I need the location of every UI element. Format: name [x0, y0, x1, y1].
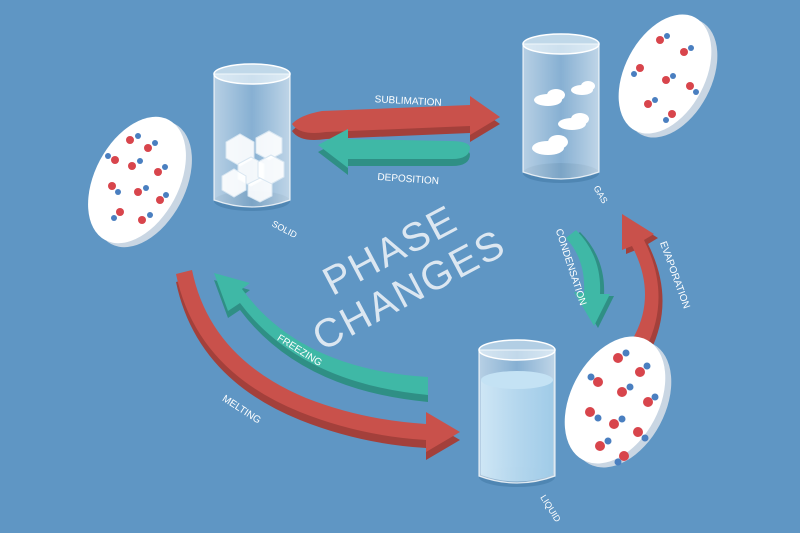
solid-molecule-disc	[88, 116, 192, 248]
freezing-arrow	[214, 273, 428, 402]
deposition-arrow	[318, 129, 470, 175]
liquid-glass	[478, 339, 556, 487]
melting-arrow	[176, 270, 460, 460]
liquid-molecule-disc	[564, 336, 672, 468]
solid-molecules	[105, 133, 169, 224]
gas-glass	[522, 33, 600, 183]
melting-label: MELTING	[220, 393, 263, 426]
gas-clouds	[532, 81, 595, 155]
evaporation-arrow	[622, 214, 663, 352]
liquid-label: LIQUID	[538, 493, 563, 524]
solid-glass	[213, 63, 291, 211]
water	[481, 380, 553, 482]
solid-label: SOLID	[270, 219, 299, 241]
gas-molecules	[631, 33, 699, 123]
condensation-arrow	[566, 230, 614, 328]
liquid-molecules	[585, 349, 659, 466]
deposition-label: DEPOSITION	[377, 172, 439, 187]
gas-molecule-disc	[618, 14, 718, 138]
gas-label: GAS	[592, 184, 610, 205]
diagram-title: PHASE CHANGES	[305, 197, 513, 360]
sublimation-label: SUBLIMATION	[374, 94, 442, 108]
ice-cubes	[221, 130, 285, 203]
